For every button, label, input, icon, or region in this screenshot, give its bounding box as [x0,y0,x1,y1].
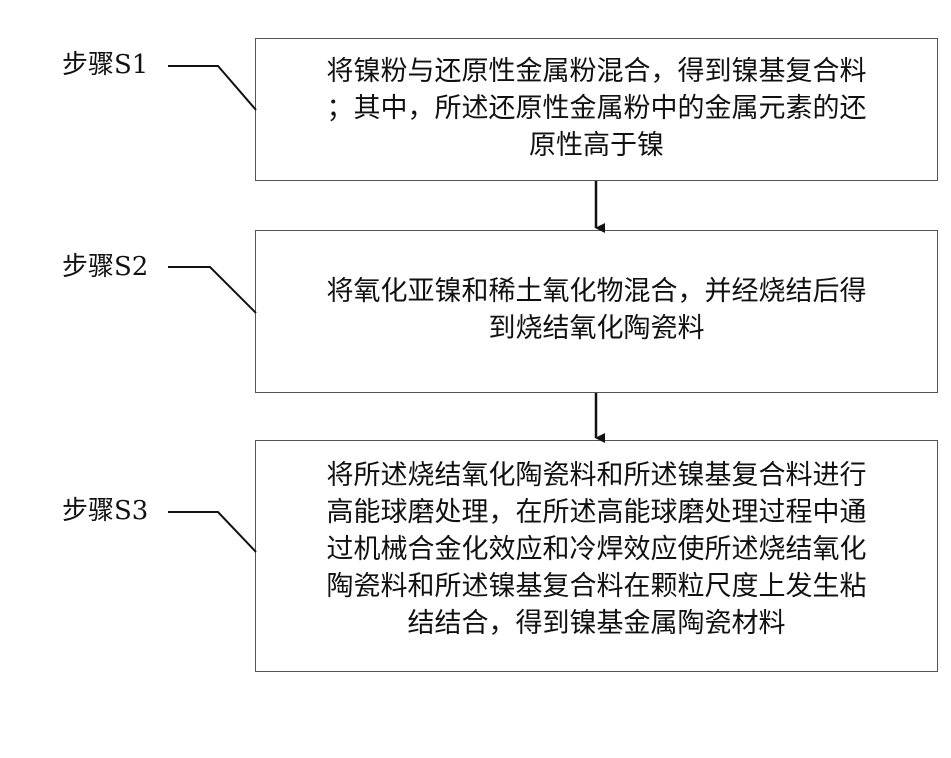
leader-line-s2 [168,267,256,313]
leader-line-s3 [168,512,256,552]
leader-line-s1 [168,66,256,110]
